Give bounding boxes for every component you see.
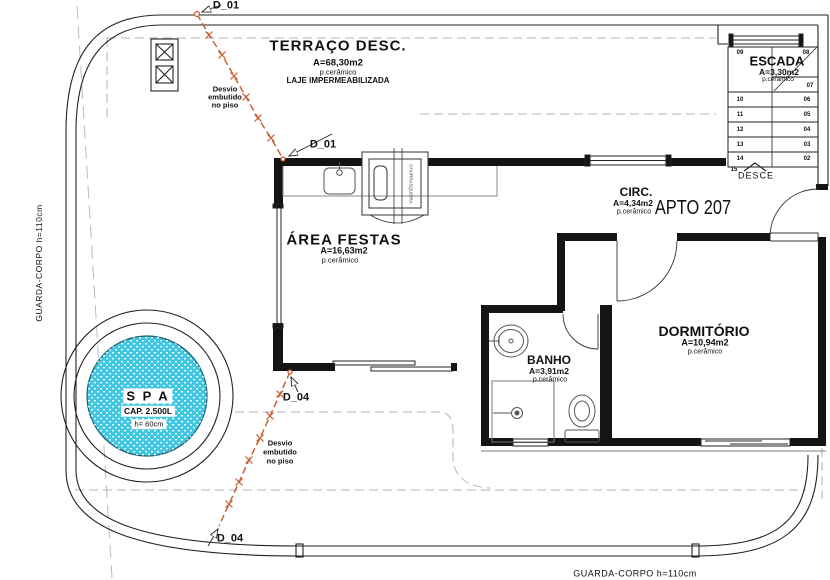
desvio-note-top-2: embutido [208,92,242,102]
banho-area: A=3,91m2 [529,365,569,376]
stairs [727,45,819,172]
spa-name: S P A [123,388,173,404]
terraco-floor: p.cerâmico [319,67,357,77]
desvio-note-bottom-2: embutido [263,447,297,457]
marker-d04-top: D_04 [282,391,310,404]
desvio-note-top-1: Desvio [212,84,238,94]
area-festas-area: A=16,63m2 [320,245,368,256]
desvio-lines [193,10,293,527]
bathroom-fixtures [489,324,600,443]
stair-step-08: 08 [802,50,810,56]
desvio-note-top-3: no piso [211,100,239,110]
dormitorio-floor: p.cerâmico [687,348,723,356]
stair-step-14: 14 [736,156,744,162]
spa-capacity: CAP. 2.500L [120,405,176,417]
stairs-desce-label: DESCE [737,170,775,181]
door-swings [562,188,819,350]
terraco-area: A=68,30m2 [313,57,363,69]
stair-step-12: 12 [736,127,744,133]
room-label-area-festas: ÁREA FESTAS [286,231,402,249]
terraco-note: LAJE IMPERMEABILIZADA [286,76,390,85]
stair-step-06: 06 [803,97,811,103]
guard-rail-label-left: GUARDA-CORPO h=110cm [33,204,44,322]
apartment-walls [273,158,828,446]
room-label-circ: CIRC. [619,185,653,199]
stair-step-03: 03 [803,142,811,148]
marker-d01-mid: D_01 [309,138,337,151]
guard-rail-label-bottom: GUARDA-CORPO h=110cm [573,568,697,579]
stair-step-09: 09 [736,50,744,56]
banho-floor: p.cerâmico [532,376,568,384]
stair-step-05: 05 [803,112,811,118]
leader-arrows [202,4,333,547]
stair-step-07: 07 [806,83,814,89]
churrasqueira [361,148,429,224]
room-label-terraco: TERRAÇO DESC. [269,37,407,55]
circ-area: A=4,34m2 [613,197,653,208]
stair-step-04: 04 [803,127,811,133]
dormitorio-area: A=10,94m2 [681,337,729,348]
desvio-note-bottom-1: Desvio [267,438,293,448]
room-label-dormitorio: DORMITÓRIO [658,323,750,339]
apartment-number: APTO 207 [654,197,732,219]
stair-step-02: 02 [803,156,811,162]
kitchen-counter [282,162,498,197]
churrasqueira-label: CHURRASQUEIRA [408,164,414,204]
pillar-shafts [150,38,179,92]
circ-floor: p.cerâmico [616,208,652,216]
marker-d01-top: D_01 [212,0,240,12]
stair-step-15: 15 [730,167,738,173]
projection-dashed-lines [75,5,823,579]
escada-floor: p.cerâmico [762,75,794,83]
desvio-note-bottom-3: no piso [266,456,294,466]
spa-depth: h= 60cm [131,419,167,429]
stair-step-11: 11 [736,112,744,118]
room-label-banho: BANHO [527,353,571,367]
room-label-escada: ESCADA [749,53,805,69]
area-festas-floor: p.cerâmico [321,255,359,265]
stair-step-10: 10 [736,97,744,103]
escada-area: A=3,30m2 [759,66,799,77]
marker-d04-bottom: D_04 [216,532,244,545]
stair-step-13: 13 [736,142,744,148]
